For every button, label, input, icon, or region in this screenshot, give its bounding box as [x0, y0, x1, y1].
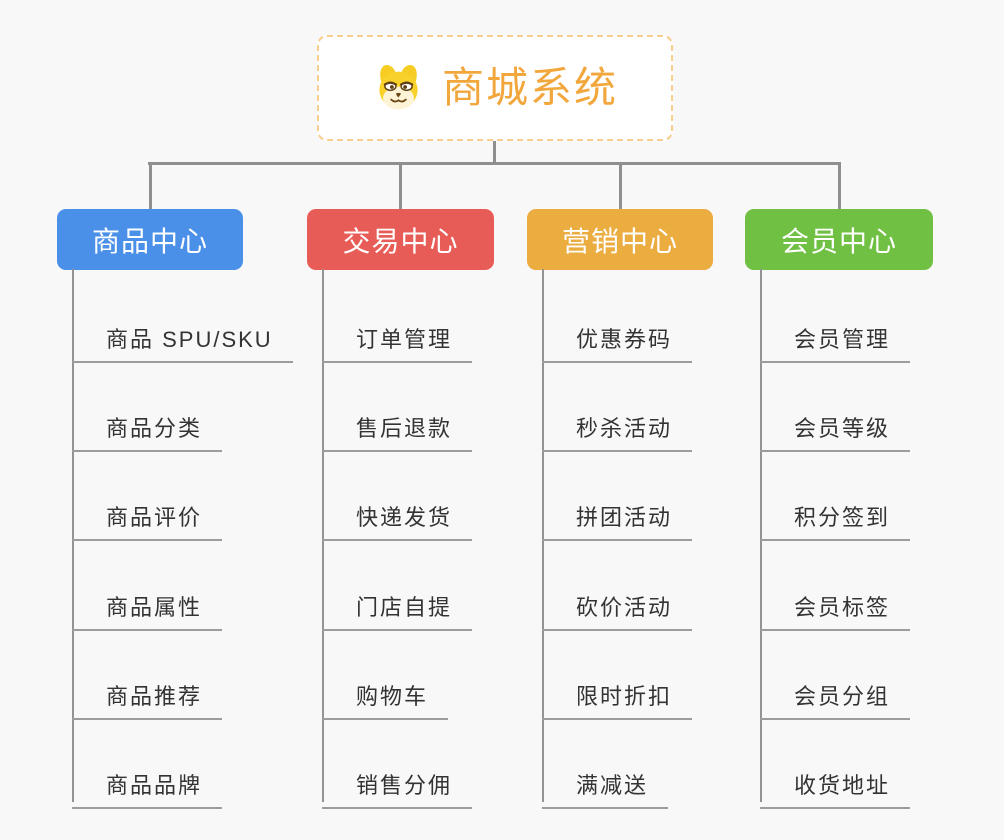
leaf-item[interactable]: 购物车 — [322, 671, 449, 720]
branch-node-1[interactable]: 商品中心 — [57, 209, 243, 270]
leaf-item[interactable]: 商品品牌 — [72, 760, 223, 809]
root-node[interactable]: 商城系统 — [317, 35, 673, 141]
leaf-item[interactable]: 快递发货 — [322, 492, 473, 541]
leaf-item[interactable]: 收货地址 — [760, 760, 911, 809]
leaf-item[interactable]: 砍价活动 — [542, 582, 693, 631]
leaf-item[interactable]: 限时折扣 — [542, 671, 693, 720]
trunk-line — [542, 269, 544, 802]
leaf-item[interactable]: 会员管理 — [760, 314, 911, 363]
leaf-item[interactable]: 积分签到 — [760, 492, 911, 541]
trunk-line — [322, 269, 324, 802]
leaf-item[interactable]: 商品评价 — [72, 492, 223, 541]
dog-face-icon — [379, 64, 418, 109]
branch-node-3[interactable]: 营销中心 — [527, 209, 713, 270]
leaf-item[interactable]: 售后退款 — [322, 403, 473, 452]
leaf-item[interactable]: 商品推荐 — [72, 671, 223, 720]
branch-node-4[interactable]: 会员中心 — [745, 209, 933, 270]
branch-connector-line — [837, 162, 841, 209]
leaf-item[interactable]: 商品属性 — [72, 582, 223, 631]
branch-connector-line — [148, 162, 152, 209]
leaf-item[interactable]: 门店自提 — [322, 582, 473, 631]
leaf-item[interactable]: 秒杀活动 — [542, 403, 693, 452]
branch-label: 商品中心 — [91, 225, 208, 257]
leaf-item[interactable]: 拼团活动 — [542, 492, 693, 541]
leaf-item[interactable]: 会员标签 — [760, 582, 911, 631]
leaf-item[interactable]: 销售分佣 — [322, 760, 473, 809]
branch-label: 会员中心 — [780, 225, 897, 257]
leaf-item[interactable]: 满减送 — [542, 760, 669, 809]
leaf-item[interactable]: 会员等级 — [760, 403, 911, 452]
horizontal-connector-line — [148, 162, 841, 165]
branch-connector-line — [618, 162, 622, 209]
branch-node-2[interactable]: 交易中心 — [307, 209, 494, 270]
leaf-item[interactable]: 商品分类 — [72, 403, 223, 452]
trunk-line — [760, 269, 762, 802]
leaf-item[interactable]: 商品 SPU/SKU — [72, 314, 293, 363]
branch-label: 营销中心 — [561, 225, 678, 257]
branch-connector-line — [399, 162, 402, 209]
leaf-item[interactable]: 优惠券码 — [542, 314, 693, 363]
leaf-item[interactable]: 会员分组 — [760, 671, 911, 720]
branch-label: 交易中心 — [342, 225, 459, 257]
root-title: 商城系统 — [441, 64, 618, 111]
leaf-item[interactable]: 订单管理 — [322, 314, 473, 363]
trunk-line — [72, 269, 74, 802]
root-connector-line — [493, 141, 496, 163]
